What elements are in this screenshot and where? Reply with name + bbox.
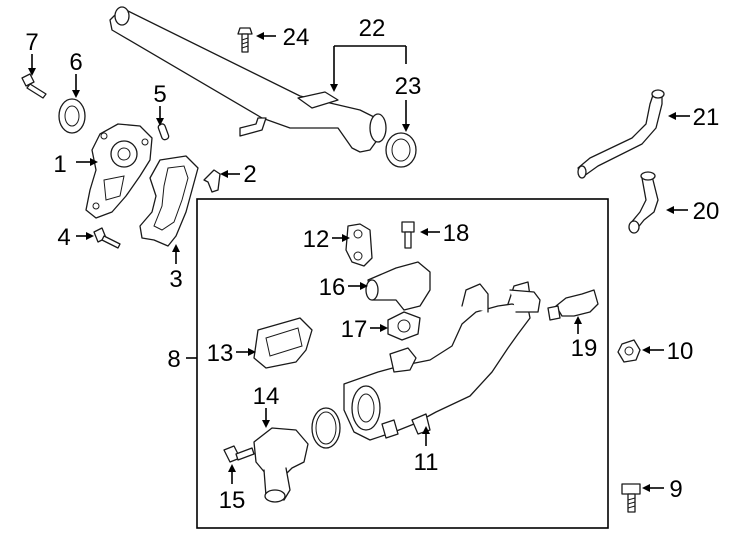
bolt-part-15 xyxy=(223,445,255,463)
callout-6: 6 xyxy=(69,49,82,76)
callout-10: 10 xyxy=(667,338,694,365)
callout-24: 24 xyxy=(283,24,310,51)
clip-part-2 xyxy=(203,169,221,193)
pin-part-5 xyxy=(157,123,170,141)
thermostat-housing-part-11 xyxy=(343,281,541,441)
callout-4: 4 xyxy=(57,224,70,251)
callout-5: 5 xyxy=(153,81,166,108)
callout-22: 22 xyxy=(359,15,386,42)
o-ring-part xyxy=(311,407,341,449)
water-pipe-part-22 xyxy=(109,6,387,153)
gasket-part-12 xyxy=(345,223,373,267)
callout-19: 19 xyxy=(571,335,598,362)
nut-part-10 xyxy=(617,339,641,363)
gasket-part-17 xyxy=(387,311,421,341)
seal-part-6 xyxy=(58,98,86,134)
gasket-part-3 xyxy=(139,155,199,247)
callout-17: 17 xyxy=(341,316,368,343)
bolt-part-9 xyxy=(621,483,641,513)
callout-18: 18 xyxy=(443,220,470,247)
outlet-fitting-part-16 xyxy=(365,261,431,311)
leader-lines xyxy=(28,32,690,492)
callout-12: 12 xyxy=(303,226,330,253)
callout-11: 11 xyxy=(414,449,439,476)
callout-8: 8 xyxy=(167,346,180,373)
callout-15: 15 xyxy=(219,487,246,514)
gasket-part-13 xyxy=(253,317,313,369)
sensor-part-19 xyxy=(547,289,599,321)
callout-9: 9 xyxy=(669,476,682,503)
bolt-part-7 xyxy=(21,73,47,99)
callout-16: 16 xyxy=(319,274,346,301)
bolt-part-4 xyxy=(93,227,121,249)
bolt-part-18 xyxy=(401,221,415,249)
callout-23: 23 xyxy=(395,73,422,100)
callout-1: 1 xyxy=(53,151,66,178)
callout-2: 2 xyxy=(243,161,256,188)
callout-21: 21 xyxy=(693,104,720,131)
assembly-8-box xyxy=(196,198,609,529)
thermostat-cover-part-14 xyxy=(253,427,309,503)
o-ring-part-23 xyxy=(385,132,417,168)
water-pump-part-1 xyxy=(85,123,153,219)
hose-part-20 xyxy=(628,171,659,234)
callout-20: 20 xyxy=(693,198,720,225)
callout-14: 14 xyxy=(253,383,280,410)
callout-3: 3 xyxy=(169,266,182,293)
callout-labels: 1 2 3 4 5 6 7 8 9 10 11 12 13 14 15 16 1… xyxy=(25,15,719,514)
hose-part-21 xyxy=(577,89,665,179)
callout-7: 7 xyxy=(25,29,38,56)
callout-13: 13 xyxy=(207,340,234,367)
bolt-part-24 xyxy=(237,27,253,53)
